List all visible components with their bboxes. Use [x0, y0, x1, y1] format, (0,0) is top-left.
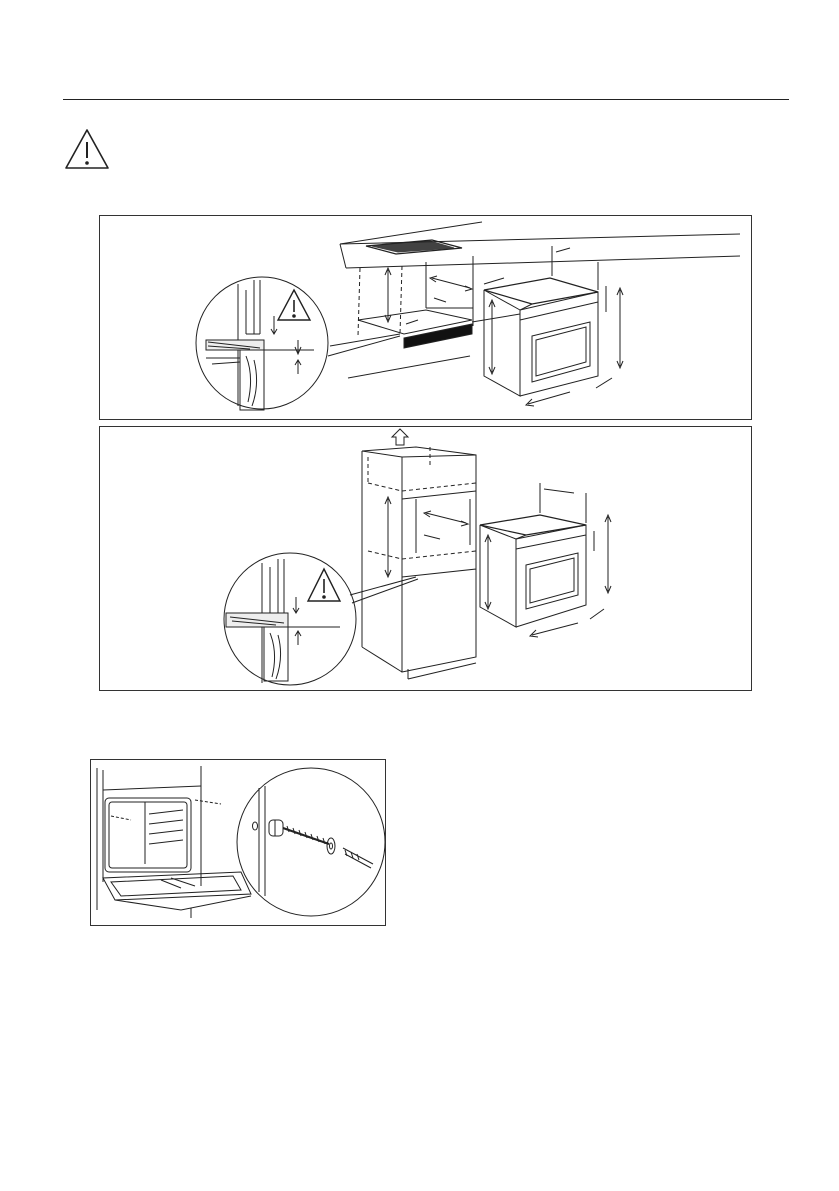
- dimension-arrow-icon: [385, 268, 472, 324]
- warning-triangle-icon: [64, 128, 110, 170]
- wall-section-icon: [226, 559, 340, 683]
- header-rule: [63, 99, 789, 100]
- oven-icon: [484, 278, 598, 396]
- screw-icon: [327, 838, 335, 854]
- oven-icon: [480, 515, 586, 627]
- upward-arrow-icon: [392, 429, 408, 445]
- dimension-arrow-icon: [484, 246, 623, 406]
- tall-cabinet-icon: [362, 447, 476, 679]
- screw-assembly-icon: [253, 786, 374, 896]
- wall-section-icon: [206, 280, 314, 410]
- warning-triangle-icon: [308, 569, 340, 601]
- warning-triangle-icon: [278, 290, 310, 320]
- illustration-built-under: [99, 215, 752, 420]
- illustration-tall-unit: [99, 426, 752, 691]
- illustration-oven-fixing: [90, 759, 386, 926]
- spacer-icon: [269, 820, 283, 836]
- dimension-arrow-icon: [385, 497, 468, 577]
- hob-icon: [366, 240, 462, 254]
- open-oven-icon: [97, 766, 251, 918]
